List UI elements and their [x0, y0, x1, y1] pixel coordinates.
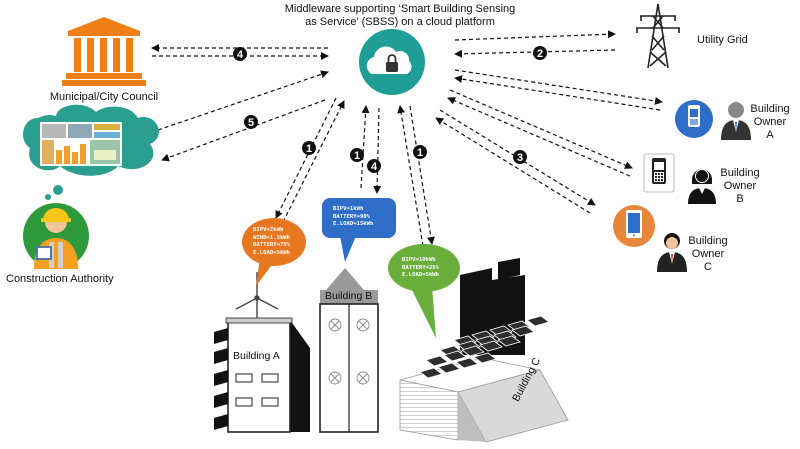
arrow-a-up	[282, 100, 345, 223]
dashboard-thought-icon	[23, 104, 159, 200]
arrow-c-up	[397, 105, 424, 247]
building-b	[319, 268, 379, 433]
government-building-icon	[62, 17, 146, 86]
bubble-a-line-2: WIND=1.5kWh	[253, 234, 291, 241]
bubble-a-line-3: BATTERY=75%	[253, 242, 291, 248]
bubble-c-line-1: BIPV=10kWh	[402, 257, 436, 263]
svg-text:1: 1	[354, 150, 360, 162]
owner-b-phone-icon	[643, 153, 675, 193]
building-a	[214, 317, 310, 433]
bubble-c-line-3: E.LOAD=5kWh	[402, 272, 440, 278]
wind-turbine-icon	[235, 272, 279, 318]
bubble-a-line-4: E.LOAD=5kWh	[253, 249, 291, 256]
label-building-a: Building A	[233, 350, 280, 362]
svg-text:4: 4	[371, 161, 378, 173]
arrow-from-owner-b	[447, 97, 631, 177]
owner-a-line-1: Building	[750, 103, 790, 115]
bubble-a-text: BIPV=2kWh WIND=1.5kWh BATTERY=75% E.LOAD…	[253, 227, 290, 257]
arrow-to-authority	[161, 99, 326, 162]
owner-c-line-2: Owner	[691, 248, 725, 260]
arrow-a-down	[275, 97, 337, 219]
arrow-from-authority	[157, 70, 329, 131]
badge-building-b-down: 4	[367, 159, 381, 173]
bubble-b-line-3: E.LOAD=15kWh	[333, 221, 374, 227]
label-construction-authority: Construction Authority	[6, 273, 114, 285]
label-utility-grid: Utility Grid	[697, 34, 748, 46]
middleware-title-line-2: as Service’ (SBSS) on a cloud platform	[305, 16, 495, 28]
svg-text:1: 1	[417, 147, 423, 159]
owner-a-phone-icon	[675, 100, 713, 138]
badges: 4 2 5 3 1 1 4 1	[233, 46, 547, 173]
bubble-b-line-2: BATTERY=90%	[333, 213, 371, 220]
svg-text:3: 3	[517, 152, 523, 164]
svg-text:5: 5	[248, 117, 254, 129]
badge-council: 4	[233, 47, 247, 61]
svg-text:1: 1	[306, 143, 312, 155]
solar-panel-icon	[419, 315, 550, 379]
owner-c-line-1: Building	[688, 235, 728, 247]
owner-c-person-icon	[657, 233, 687, 272]
owner-b-line-2: Owner	[723, 180, 757, 192]
label-owner-a: Building Owner A	[748, 103, 792, 142]
owner-c-line-3: C	[704, 261, 712, 273]
owner-a-line-3: A	[766, 129, 774, 141]
svg-text:4: 4	[237, 49, 244, 61]
svg-text:2: 2	[537, 48, 543, 60]
badge-building-b-up: 1	[350, 148, 364, 162]
bubble-building-a	[242, 218, 306, 286]
arrow-to-owner-c	[439, 109, 596, 206]
bubble-c-line-2: BATTERY=25%	[402, 264, 440, 271]
label-owner-b: Building Owner B	[718, 167, 762, 206]
badge-owners: 3	[513, 150, 527, 164]
badge-authority: 5	[244, 115, 258, 129]
worker-icon	[23, 203, 89, 269]
bubble-b-text: BIPV=1kWh BATTERY=90% E.LOAD=15kWh	[333, 206, 373, 229]
arrow-to-owner-a	[454, 69, 663, 105]
arrow-b-up	[360, 105, 370, 189]
bubble-b-line-1: BIPV=1kWh	[333, 206, 364, 212]
transmission-tower-icon	[636, 3, 680, 69]
arrow-to-grid	[454, 30, 616, 41]
arrow-c-down	[409, 105, 435, 245]
middleware-title: Middleware supporting ‘Smart Building Se…	[275, 3, 525, 29]
label-owner-c: Building Owner C	[686, 235, 730, 274]
owner-b-line-1: Building	[720, 167, 760, 179]
bubble-building-b	[322, 198, 396, 262]
owner-b-person-icon	[688, 169, 716, 204]
badge-building-c: 1	[413, 145, 427, 159]
owner-b-line-3: B	[736, 193, 744, 205]
owner-a-person-icon	[721, 102, 751, 140]
cloud-lock-icon	[359, 29, 425, 95]
label-council: Municipal/City Council	[49, 91, 159, 103]
arrow-b-down	[373, 107, 382, 194]
badge-grid: 2	[533, 46, 547, 60]
label-building-b: Building B	[325, 290, 373, 302]
bubble-c-text: BIPV=10kWh BATTERY=25% E.LOAD=5kWh	[402, 257, 439, 280]
arrow-to-owner-b	[449, 89, 633, 169]
owner-a-line-2: Owner	[753, 116, 787, 128]
bubble-building-c	[388, 244, 460, 338]
bubble-a-line-1: BIPV=2kWh	[253, 227, 284, 233]
badge-building-a: 1	[302, 141, 316, 155]
owner-c-phone-icon	[613, 205, 655, 247]
middleware-title-line-1: Middleware supporting ‘Smart Building Se…	[284, 3, 516, 15]
arrow-from-owner-c	[435, 117, 591, 214]
